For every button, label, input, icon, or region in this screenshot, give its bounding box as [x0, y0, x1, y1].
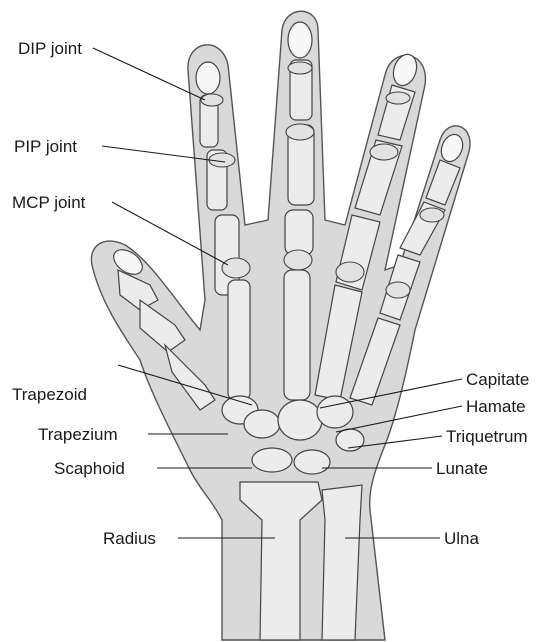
label-hamate: Hamate: [466, 397, 526, 416]
label-scaphoid: Scaphoid: [54, 459, 125, 478]
label-trapezoid: Trapezoid: [12, 385, 87, 404]
label-ulna: Ulna: [444, 529, 480, 548]
label-pip-joint: PIP joint: [14, 137, 77, 156]
label-lunate: Lunate: [436, 459, 488, 478]
label-mcp-joint: MCP joint: [12, 193, 86, 212]
label-capitate: Capitate: [466, 370, 529, 389]
label-radius: Radius: [103, 529, 156, 548]
label-triquetrum: Triquetrum: [446, 427, 528, 446]
label-trapezium: Trapezium: [38, 425, 118, 444]
label-dip-joint: DIP joint: [18, 39, 82, 58]
